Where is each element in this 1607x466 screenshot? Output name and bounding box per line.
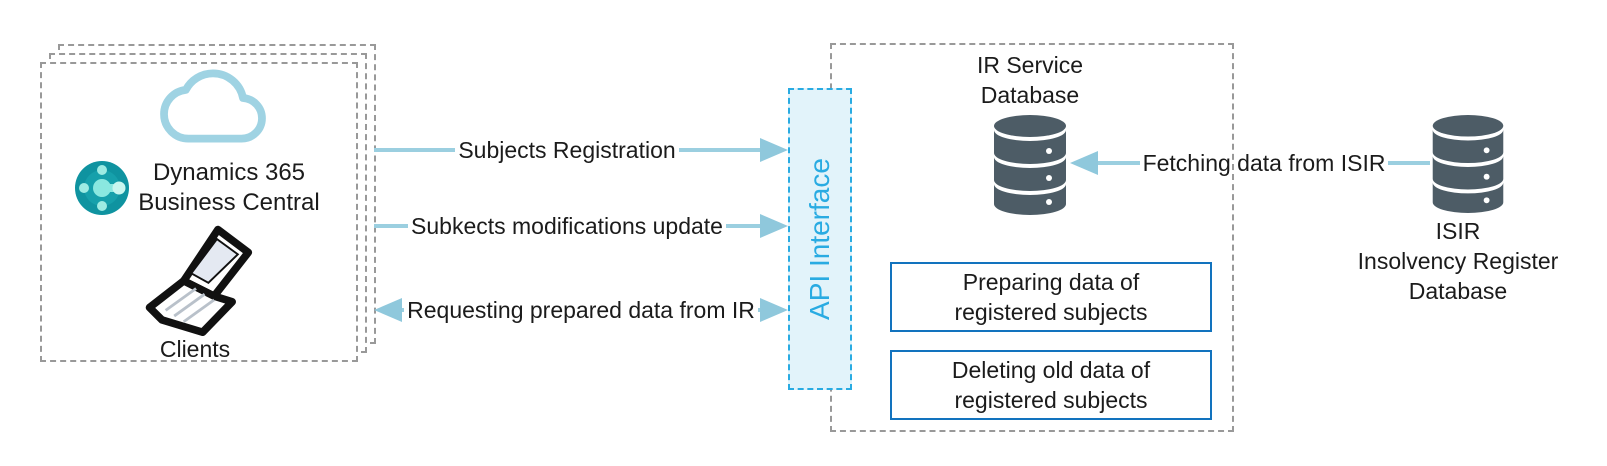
arrow-line: [678, 148, 760, 152]
arrow-line: [374, 148, 456, 152]
isir-database-icon: [1430, 115, 1506, 218]
clients-group-title: Dynamics 365 Business Central: [134, 158, 324, 218]
dynamics365-logo-icon: [74, 160, 130, 221]
process-box-deleting: Deleting old data of registered subjects: [890, 350, 1212, 420]
ir-service-db-title-line2: Database: [980, 82, 1080, 108]
api-interface-box: API Interface: [788, 88, 852, 390]
arrowhead-left-icon: [1070, 151, 1098, 175]
clients-group-title-line1: Dynamics 365: [152, 159, 306, 186]
arrowhead-right-icon: [760, 298, 789, 322]
ir-service-db-title-line1: IR Service: [976, 52, 1084, 78]
isir-db-title: ISIR Insolvency Register Database: [1338, 216, 1578, 306]
isir-db-title-line3: Database: [1408, 278, 1508, 304]
arrow-line: [1098, 161, 1140, 165]
arrow-line: [725, 224, 760, 228]
arrowhead-right-icon: [760, 214, 788, 238]
api-interface-label: API Interface: [804, 158, 835, 320]
subjects-registration-arrow: Subjects Registration: [374, 136, 788, 164]
process-box-preparing: Preparing data of registered subjects: [890, 262, 1212, 332]
requesting-data-arrow-label: Requesting prepared data from IR: [407, 296, 755, 323]
arrow-line: [374, 224, 409, 228]
arrow-line: [402, 308, 405, 312]
isir-db-title-line1: ISIR: [1435, 218, 1481, 244]
fetching-data-arrow-label: Fetching data from ISIR: [1142, 149, 1386, 176]
modifications-update-arrow-label: Subkects modifications update: [411, 212, 723, 239]
process-box-preparing-line2: registered subjects: [954, 299, 1148, 325]
arrow-line: [1388, 161, 1431, 165]
isir-db-title-line2: Insolvency Register: [1357, 248, 1559, 274]
clients-group-title-line2: Business Central: [138, 189, 320, 216]
arrowhead-right-icon: [760, 138, 788, 162]
laptop-icon: [140, 222, 254, 341]
fetching-data-arrow: Fetching data from ISIR: [1070, 149, 1431, 177]
requesting-data-arrow: Requesting prepared data from IR: [374, 296, 789, 324]
cloud-icon: [154, 66, 272, 151]
process-box-deleting-line2: registered subjects: [954, 387, 1148, 413]
process-box-preparing-line1: Preparing data of: [962, 269, 1140, 295]
arrowhead-left-icon: [374, 298, 402, 322]
arrow-line: [757, 308, 761, 312]
ir-service-db-title: IR Service Database: [930, 50, 1130, 110]
ir-database-icon: [992, 115, 1068, 220]
subjects-registration-arrow-label: Subjects Registration: [458, 136, 676, 163]
clients-group-box: Dynamics 365 Business Central Clients: [40, 62, 358, 362]
modifications-update-arrow: Subkects modifications update: [374, 212, 788, 240]
process-box-deleting-line1: Deleting old data of: [951, 357, 1151, 383]
clients-group-caption: Clients: [159, 336, 231, 362]
